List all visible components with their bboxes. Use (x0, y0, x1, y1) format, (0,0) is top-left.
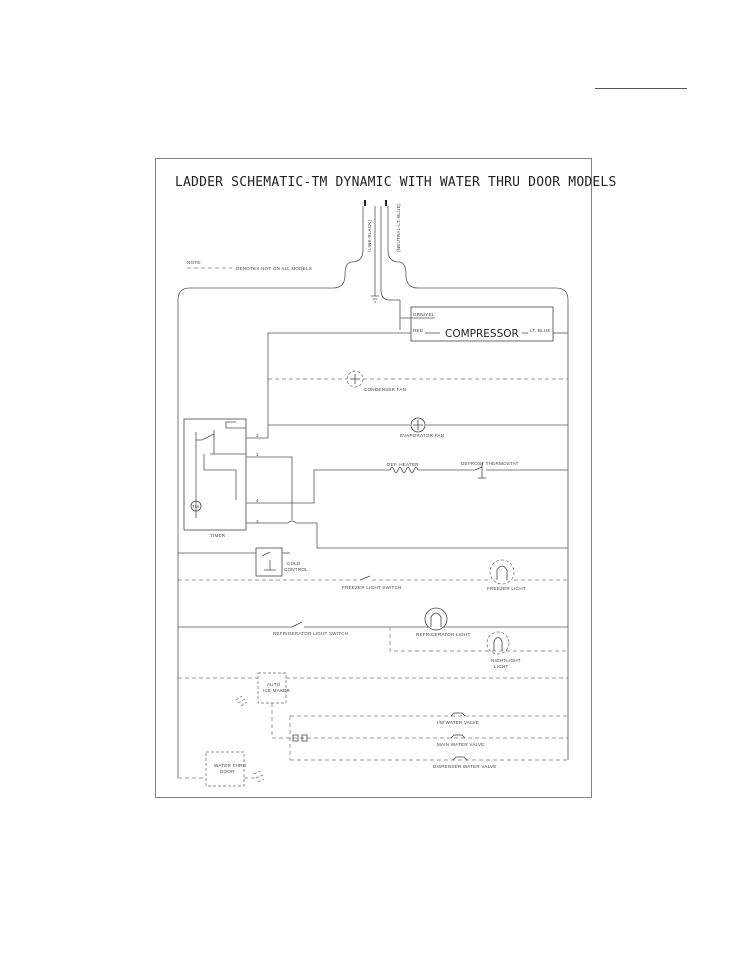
ice-maker-circuit: AUTO ICE MAKER (178, 672, 568, 738)
evaporator-fan: EVAPORATOR FAN (268, 417, 568, 438)
timer-terminal-2: 2 (256, 433, 259, 438)
timer-terminal-1: 1 (256, 452, 259, 457)
timer-motor-label: TM (192, 504, 199, 509)
defrost-circuit: DEF. HEATER DEFROST THERMOSTAT (387, 461, 568, 479)
cold-control: COLD CONTROL (178, 547, 308, 577)
timer: TM TIMER 2 1 4 3 (183, 418, 259, 538)
schematic-title: LADDER SCHEMATIC-TM DYNAMIC WITH WATER T… (175, 175, 616, 190)
timer-label: TIMER (210, 533, 226, 538)
note-legend: DENOTES NOT ON ALL MODELS (236, 266, 312, 271)
schematic-frame (155, 158, 592, 798)
water-thru-door-label-2: DOOR (220, 769, 235, 774)
main-water-valve-label: MAIN WATER VALVE (437, 742, 484, 747)
freezer-light-label: FREEZER LIGHT (487, 586, 526, 591)
ice-maker-label-2: ICE MAKER (263, 688, 291, 693)
compressor-wire-grn: GRN/YEL (413, 312, 435, 317)
compressor-wire-red: RED (413, 328, 424, 333)
im-water-valve-label: I/M WATER VALVE (437, 720, 479, 725)
refrigerator-light-circuit: REFRIGERATOR LIGHT SWITCH REFRIGERATOR L… (178, 607, 568, 669)
dispenser-water-valve-label: DISPENSER WATER VALVE (433, 764, 497, 769)
defrost-thermostat-label: DEFROST THERMOSTAT (461, 461, 519, 466)
nightlight-label-1: NIGHTLIGHT (491, 658, 521, 663)
defrost-heater-label: DEF. HEATER (387, 462, 419, 467)
water-valves: I/M WATER VALVE MAIN WATER VALVE DISPENS… (272, 712, 568, 769)
ice-maker-label-1: AUTO (267, 682, 281, 687)
supply-leads: (LINE-BLACK) (NEUTRAL-LT. BLUE) (177, 200, 569, 778)
condenser-fan-label: CONDENSER FAN (364, 387, 406, 392)
neutral-label: (NEUTRAL-LT. BLUE) (396, 203, 401, 252)
water-thru-door-label-1: WATER THRU (214, 763, 246, 768)
condenser-fan: CONDENSER FAN (268, 370, 568, 392)
water-thru-door: WATER THRU DOOR (178, 751, 265, 787)
freezer-light-switch-label: FREEZER LIGHT SWITCH (342, 585, 402, 590)
note-heading: NOTE: (187, 260, 202, 265)
timer-terminal-4: 4 (256, 498, 259, 503)
nightlight-label-2: LIGHT (494, 664, 509, 669)
line-black-label: (LINE-BLACK) (367, 219, 372, 252)
cold-control-label-2: CONTROL (284, 567, 308, 572)
refrigerator-light-switch-label: REFRIGERATOR LIGHT SWITCH (273, 631, 348, 636)
compressor-wire-blue: LT. BLUE (530, 328, 551, 333)
compressor: GRN/YEL RED COMPRESSOR LT. BLUE (268, 306, 568, 342)
timer-terminal-3: 3 (256, 519, 259, 524)
evaporator-fan-label: EVAPORATOR FAN (400, 433, 444, 438)
freezer-light-circuit: FREEZER LIGHT SWITCH FREEZER LIGHT (178, 559, 568, 591)
compressor-label: COMPRESSOR (445, 328, 519, 340)
refrigerator-light-label: REFRIGERATOR LIGHT (416, 632, 470, 637)
cold-control-label-1: COLD (287, 561, 301, 566)
corner-rule (595, 88, 687, 89)
